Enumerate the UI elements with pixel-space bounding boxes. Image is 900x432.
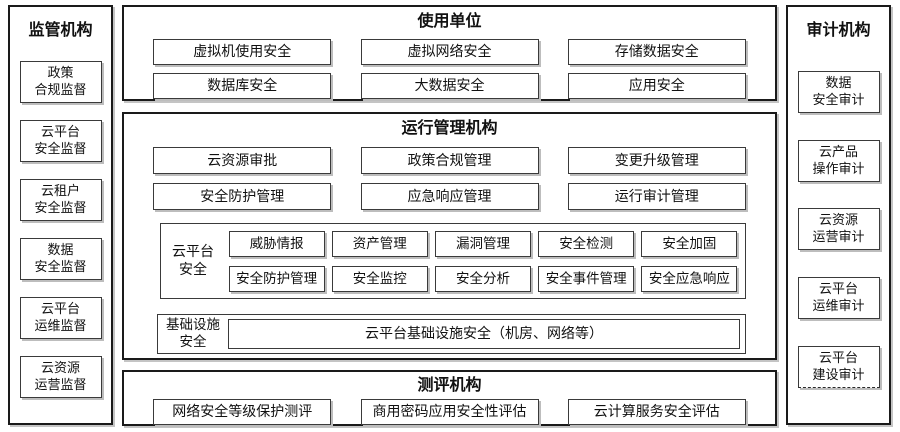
audit-item-line: 运营审计 [812, 230, 865, 246]
regulator-item-line: 运维监督 [34, 319, 87, 334]
ops-item-emergency-response-mgmt: 应急响应管理 [360, 183, 539, 210]
regulator-item-line: 云平台 [40, 302, 80, 317]
audit-item-resource-operation: 云资源 运营审计 [797, 208, 880, 251]
usage-item-database-security: 数据库安全 [153, 73, 332, 99]
cloud-platform-security-box: 云平台 安全 威胁情报 资产管理 漏洞管理 安全检测 安全加固 安全防护管理 安… [160, 223, 746, 299]
audit-panel-title: 审计机构 [806, 20, 871, 39]
evaluation-box: 测评机构 网络安全等级保护测评 商用密码应用安全性评估 云计算服务安全评估 [122, 370, 777, 426]
cloud-item-incident-mgmt: 安全事件管理 [538, 265, 635, 292]
regulator-item-line: 安全监督 [34, 201, 87, 216]
cloud-item-security-hardening: 安全加固 [641, 230, 738, 257]
cloud-cell: 安全事件管理 [535, 265, 638, 292]
cloud-item-threat-intel: 威胁情报 [228, 230, 325, 257]
cloud-platform-security-label: 云平台 安全 [161, 243, 225, 279]
ops-item-operation-audit-mgmt: 运行审计管理 [567, 183, 746, 210]
cloud-item-vuln-mgmt: 漏洞管理 [434, 230, 531, 257]
audit-item-line: 运维审计 [812, 299, 865, 315]
operations-row2: 安全防护管理 应急响应管理 运行审计管理 [124, 183, 775, 210]
audit-panel: 审计机构 数据 安全审计 云产品 操作审计 云资源 运营审计 云平台 运维审计 … [786, 5, 891, 425]
cloud-cell: 安全应急响应 [638, 265, 741, 292]
cloud-cell: 安全防护管理 [225, 265, 328, 292]
usage-item-vm-security: 虚拟机使用安全 [153, 39, 332, 65]
cloud-platform-security-grid: 威胁情报 资产管理 漏洞管理 安全检测 安全加固 安全防护管理 安全监控 安全分… [225, 230, 745, 292]
regulator-panel: 监管机构 政策 合规监督 云平台 安全监督 云租户 安全监督 数据 安全监督 云… [8, 5, 113, 425]
usage-unit-title: 使用单位 [417, 11, 482, 30]
regulator-item-line: 政策 [47, 66, 74, 81]
infra-item-platform-infrastructure: 云平台基础设施安全（机房、网络等） [228, 319, 740, 349]
infra-label-line: 基础设施 [166, 317, 220, 333]
regulator-item-platform-security: 云平台 安全监督 [19, 120, 102, 162]
regulator-panel-items: 政策 合规监督 云平台 安全监督 云租户 安全监督 数据 安全监督 云平台 运维… [10, 40, 111, 423]
cloud-item-security-detection: 安全检测 [538, 230, 635, 257]
eval-item-mlps-evaluation: 网络安全等级保护测评 [153, 399, 332, 425]
operations-row1: 云资源审批 政策合规管理 变更升级管理 [124, 147, 775, 174]
audit-item-line: 安全审计 [812, 92, 865, 108]
usage-item-virtual-network-security: 虚拟网络安全 [360, 39, 539, 65]
cloud-item-protection-mgmt: 安全防护管理 [228, 265, 325, 292]
ops-item-resource-approval: 云资源审批 [153, 147, 332, 174]
regulator-item-line: 云租户 [40, 184, 80, 199]
audit-item-line: 建设审计 [812, 368, 865, 384]
ops-item-policy-compliance-mgmt: 政策合规管理 [360, 147, 539, 174]
cloud-cell: 漏洞管理 [431, 230, 534, 257]
cloud-item-asset-mgmt: 资产管理 [331, 230, 428, 257]
eval-item-commercial-crypto-assessment: 商用密码应用安全性评估 [360, 399, 539, 425]
audit-item-data-security: 数据 安全审计 [797, 70, 880, 113]
audit-item-ops-maintenance: 云平台 运维审计 [797, 277, 880, 320]
regulator-panel-title: 监管机构 [28, 20, 93, 39]
regulator-item-line: 安全监督 [34, 142, 87, 157]
cloud-item-emergency-response: 安全应急响应 [641, 265, 738, 292]
cloud-label-line: 云平台 [172, 244, 214, 260]
cloud-cell: 安全加固 [638, 230, 741, 257]
cloud-cell: 安全检测 [535, 230, 638, 257]
operations-management-box: 运行管理机构 云资源审批 政策合规管理 变更升级管理 安全防护管理 应急响应管理… [122, 112, 777, 360]
regulator-item-ops-maintenance: 云平台 运维监督 [19, 297, 102, 339]
regulator-item-line: 云平台 [40, 125, 80, 140]
infrastructure-security-box: 基础设施 安全 云平台基础设施安全（机房、网络等） [157, 314, 746, 354]
usage-unit-row1: 虚拟机使用安全 虚拟网络安全 存储数据安全 [124, 39, 775, 65]
infra-label-line: 安全 [179, 334, 207, 350]
regulator-item-resource-operation: 云资源 运营监督 [19, 356, 102, 398]
ops-item-change-upgrade-mgmt: 变更升级管理 [567, 147, 746, 174]
usage-unit-row2: 数据库安全 大数据安全 应用安全 [124, 73, 775, 99]
infrastructure-security-label: 基础设施 安全 [158, 317, 228, 351]
audit-panel-items: 数据 安全审计 云产品 操作审计 云资源 运营审计 云平台 运维审计 云平台 建… [788, 40, 889, 423]
usage-unit-box: 使用单位 虚拟机使用安全 虚拟网络安全 存储数据安全 数据库安全 大数据安全 应… [122, 5, 777, 101]
regulator-item-line: 云资源 [40, 361, 80, 376]
audit-item-line: 数据 [825, 75, 852, 91]
regulator-item-line: 安全监督 [34, 260, 87, 275]
evaluation-title: 测评机构 [417, 375, 482, 394]
cloud-item-security-analysis: 安全分析 [434, 265, 531, 292]
operations-title: 运行管理机构 [401, 118, 498, 137]
cloud-label-line: 安全 [179, 262, 207, 278]
regulator-item-data-security: 数据 安全监督 [19, 238, 102, 280]
regulator-item-tenant-security: 云租户 安全监督 [19, 179, 102, 221]
audit-item-product-operation: 云产品 操作审计 [797, 139, 880, 182]
evaluation-row: 网络安全等级保护测评 商用密码应用安全性评估 云计算服务安全评估 [124, 399, 775, 425]
usage-item-bigdata-security: 大数据安全 [360, 73, 539, 99]
ops-item-protection-mgmt: 安全防护管理 [153, 183, 332, 210]
regulator-item-line: 合规监督 [34, 83, 87, 98]
audit-item-platform-construction: 云平台 建设审计 [797, 346, 880, 389]
audit-item-line: 云产品 [818, 144, 858, 160]
audit-item-line: 云资源 [818, 213, 858, 229]
audit-item-line: 云平台 [818, 282, 858, 298]
regulator-item-line: 运营监督 [34, 378, 87, 393]
cloud-cell: 威胁情报 [225, 230, 328, 257]
usage-item-storage-data-security: 存储数据安全 [567, 39, 746, 65]
regulator-item-policy-compliance: 政策 合规监督 [19, 61, 102, 103]
cloud-cell: 安全分析 [431, 265, 534, 292]
regulator-item-line: 数据 [47, 243, 74, 258]
usage-item-application-security: 应用安全 [567, 73, 746, 99]
cloud-cell: 资产管理 [328, 230, 431, 257]
audit-item-line: 操作审计 [812, 161, 865, 177]
cloud-item-security-monitoring: 安全监控 [331, 265, 428, 292]
cloud-cell: 安全监控 [328, 265, 431, 292]
audit-item-line: 云平台 [818, 351, 858, 367]
eval-item-cloud-service-assessment: 云计算服务安全评估 [567, 399, 746, 425]
